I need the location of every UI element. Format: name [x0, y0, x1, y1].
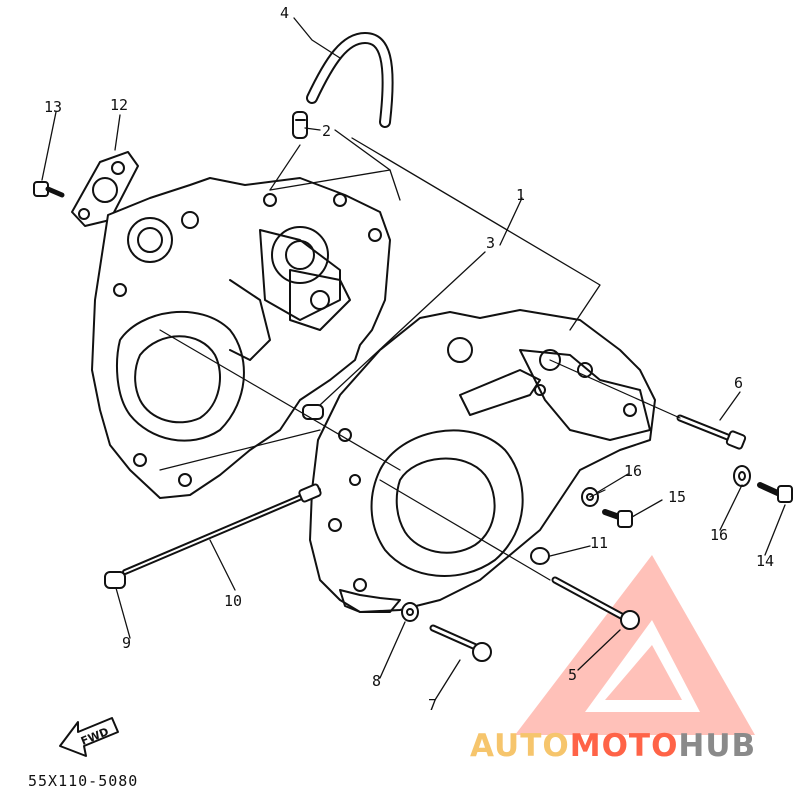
bolt-15 [602, 509, 633, 528]
bolt-5 [551, 576, 640, 630]
drawing-code: 55X110-5080 [28, 772, 139, 790]
callout-13: 13 [44, 98, 62, 116]
callout-1: 1 [516, 186, 525, 204]
bolt-6 [676, 414, 747, 450]
dowel-pin-9 [104, 571, 126, 589]
callout-11: 11 [590, 534, 608, 552]
o-ring-11 [530, 547, 550, 565]
callout-9: 9 [122, 634, 131, 652]
fwd-label: FWD [79, 725, 111, 748]
breather-hose [306, 32, 394, 128]
watermark-part-moto: MOTO [569, 728, 679, 764]
washer-16-right [733, 465, 751, 487]
bolt-7 [429, 624, 492, 662]
fwd-arrow-icon [59, 717, 119, 757]
callout-12: 12 [110, 96, 128, 114]
callout-4: 4 [280, 4, 289, 22]
screw-13 [33, 181, 65, 198]
hose-fitting [292, 111, 308, 139]
callout-3: 3 [486, 234, 495, 252]
callout-14: 14 [756, 552, 774, 570]
callout-10: 10 [224, 592, 242, 610]
callout-16-right: 16 [710, 526, 728, 544]
bolt-14 [757, 482, 793, 503]
callout-2: 2 [322, 122, 331, 140]
watermark-part-hub: HUB [678, 728, 757, 764]
washer-8 [401, 602, 419, 622]
callout-6: 6 [734, 374, 743, 392]
leader-lines [41, 17, 786, 701]
dowel-pin-3 [302, 404, 324, 420]
watermark-part-auto: AUTO [470, 728, 570, 764]
gasket-plate [71, 151, 139, 227]
callout-15: 15 [668, 488, 686, 506]
watermark-triangle-icon [515, 555, 755, 735]
crankcase-left [91, 177, 391, 499]
watermark-logo: AUTOMOTOHUB [470, 728, 756, 764]
long-stud-bolt [122, 483, 322, 575]
crankcase-right [309, 309, 656, 613]
callout-8: 8 [372, 672, 381, 690]
callout-16-left: 16 [624, 462, 642, 480]
callout-5: 5 [568, 666, 577, 684]
assembly-lines [159, 144, 681, 581]
callout-7: 7 [428, 696, 437, 714]
